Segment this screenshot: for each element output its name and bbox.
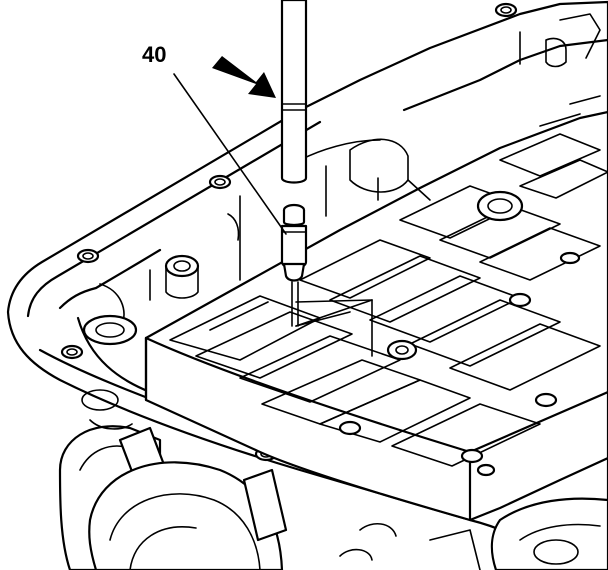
case-lower (58, 389, 288, 570)
case-inner-wall (58, 139, 381, 394)
bolt-hole (76, 248, 100, 264)
bolt-hole (208, 174, 232, 190)
direction-arrow-icon (212, 56, 276, 98)
case-upper-right (325, 13, 608, 217)
callout-leader-line (173, 73, 287, 235)
checkball-bore (291, 281, 373, 327)
bolt-hole (60, 344, 84, 360)
installation-tool (280, 0, 308, 184)
checkball-plug (280, 203, 308, 282)
bolt-hole (494, 2, 518, 18)
callout-label-40: 40 (142, 42, 167, 67)
valve-body (144, 110, 608, 522)
